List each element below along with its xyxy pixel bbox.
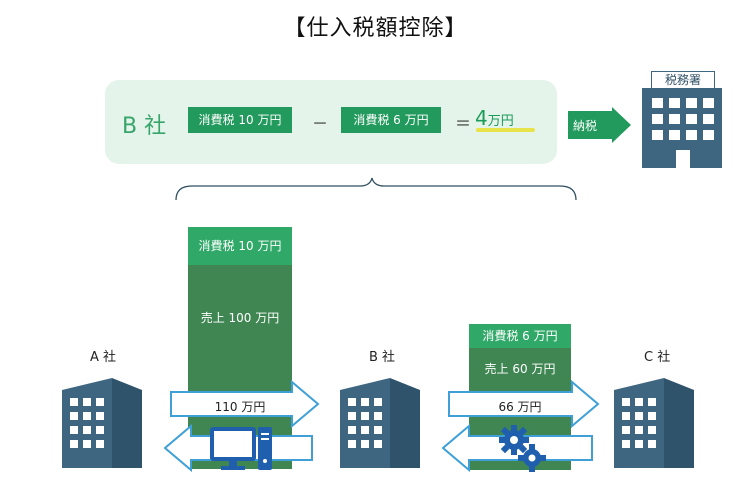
- calc-result-unit: 万円: [487, 114, 514, 129]
- right-arrow-icon: [568, 107, 631, 143]
- tax-office-icon: [642, 88, 722, 168]
- minus-sign: －: [312, 114, 329, 133]
- building-icon: [62, 378, 142, 468]
- company-a-label: A 社: [90, 350, 117, 365]
- stack-bc-tax: 消費税 6 万円: [469, 324, 571, 348]
- tax-office-label: 税務署: [651, 71, 715, 89]
- calc-result: 4万円: [475, 106, 514, 130]
- right-arrow-icon: [170, 380, 320, 428]
- calc-result-number: 4: [475, 106, 488, 130]
- flow-bc-amount: 66 万円: [498, 400, 542, 414]
- calculation-panel: [105, 80, 557, 164]
- gears-icon: [499, 425, 546, 472]
- calc-tax-paid-box: 消費税 6 万円: [341, 107, 441, 133]
- result-highlight: [476, 128, 535, 132]
- calc-tax-received-box: 消費税 10 万円: [188, 107, 292, 133]
- computer-icon: [210, 427, 272, 470]
- flow-ab-amount: 110 万円: [214, 400, 266, 414]
- brace-icon: [175, 177, 577, 201]
- stack-bc-sales: 売上 60 万円: [484, 362, 556, 376]
- company-c-label: C 社: [644, 350, 671, 365]
- stack-ab-tax: 消費税 10 万円: [188, 227, 292, 265]
- equals-sign: ＝: [455, 114, 472, 133]
- pay-tax-label: 納税: [573, 119, 598, 133]
- building-icon: [614, 378, 694, 468]
- company-b-label: B 社: [369, 350, 396, 365]
- building-icon: [340, 378, 420, 468]
- page-title: 【仕入税額控除】: [283, 16, 468, 41]
- stack-ab-sales: 売上 100 万円: [200, 311, 280, 325]
- calc-company-label: B 社: [122, 114, 167, 139]
- right-arrow-icon: [448, 380, 600, 428]
